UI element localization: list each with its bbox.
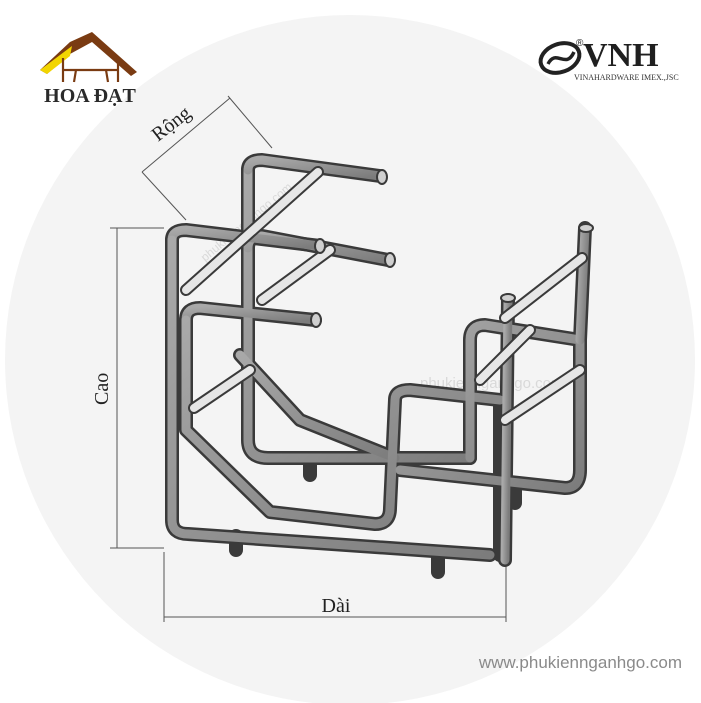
vnh-registered-mark: ® [576,38,584,49]
vnh-tagline: VINAHARDWARE IMEX.,JSC [574,73,679,82]
vnh-logo: ® VNH VINAHARDWARE IMEX.,JSC [538,37,679,82]
vnh-emblem-icon [538,41,582,75]
watermark-center: phukiennganhgo.com [420,375,563,392]
height-label: Cao [91,373,113,405]
dimension-lines [110,95,507,622]
hoa-dat-name: HOA ĐẠT [44,85,136,107]
house-roof-icon [40,32,137,76]
hoa-dat-logo: HOA ĐẠT [40,32,137,107]
rack-structure [165,153,594,579]
length-label: Dài [322,595,351,617]
vnh-name: VNH [583,37,659,74]
website-url: www.phukiennganhgo.com [478,653,682,672]
table-chairs-icon [61,58,120,83]
